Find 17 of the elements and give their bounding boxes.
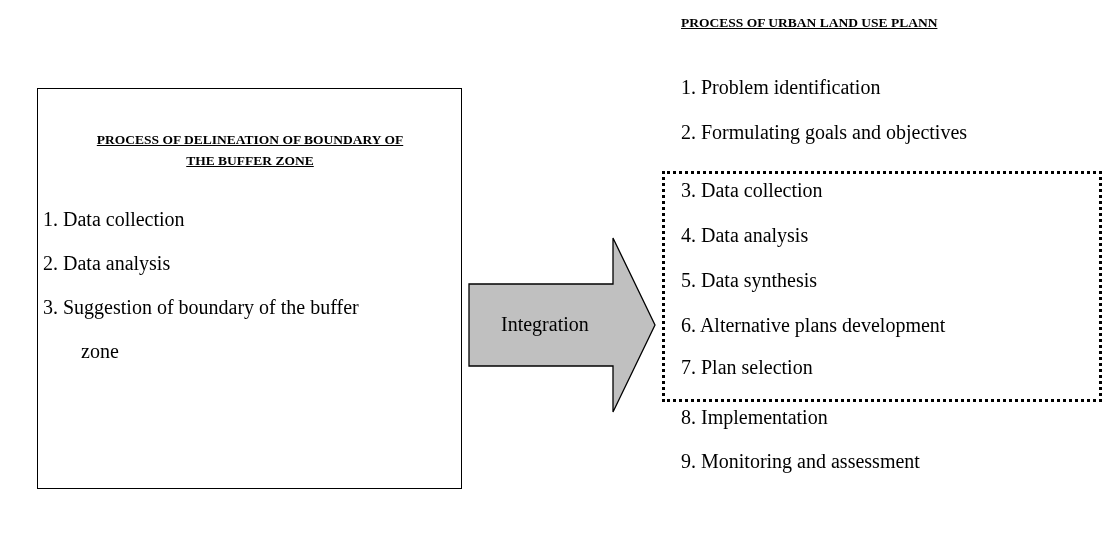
list-item: 2. Data analysis	[43, 252, 171, 274]
list-item: 1. Problem identification	[681, 76, 881, 98]
list-item: 8. Implementation	[681, 406, 828, 428]
section-heading: PROCESS OF URBAN LAND USE PLANN	[681, 14, 938, 32]
process-box	[37, 88, 462, 489]
list-item: 9. Monitoring and assessment	[681, 450, 920, 472]
list-item: 6. Alternative plans development	[681, 314, 946, 336]
dotted-group-box	[662, 171, 1102, 402]
list-item: 1. Data collection	[43, 208, 185, 230]
list-item: 3. Suggestion of boundary of the buffer zone	[43, 295, 360, 364]
list-item: 4. Data analysis	[681, 224, 809, 246]
list-item: 5. Data synthesis	[681, 269, 818, 291]
box-heading: PROCESS OF DELINEATION OF BOUNDARY OF THE BUFFER ZONE	[96, 131, 404, 170]
list-item: 7. Plan selection	[681, 356, 813, 378]
list-item: 2. Formulating goals and objectives	[681, 121, 968, 143]
list-item: 3. Data collection	[681, 179, 823, 201]
block-arrow	[468, 237, 656, 413]
